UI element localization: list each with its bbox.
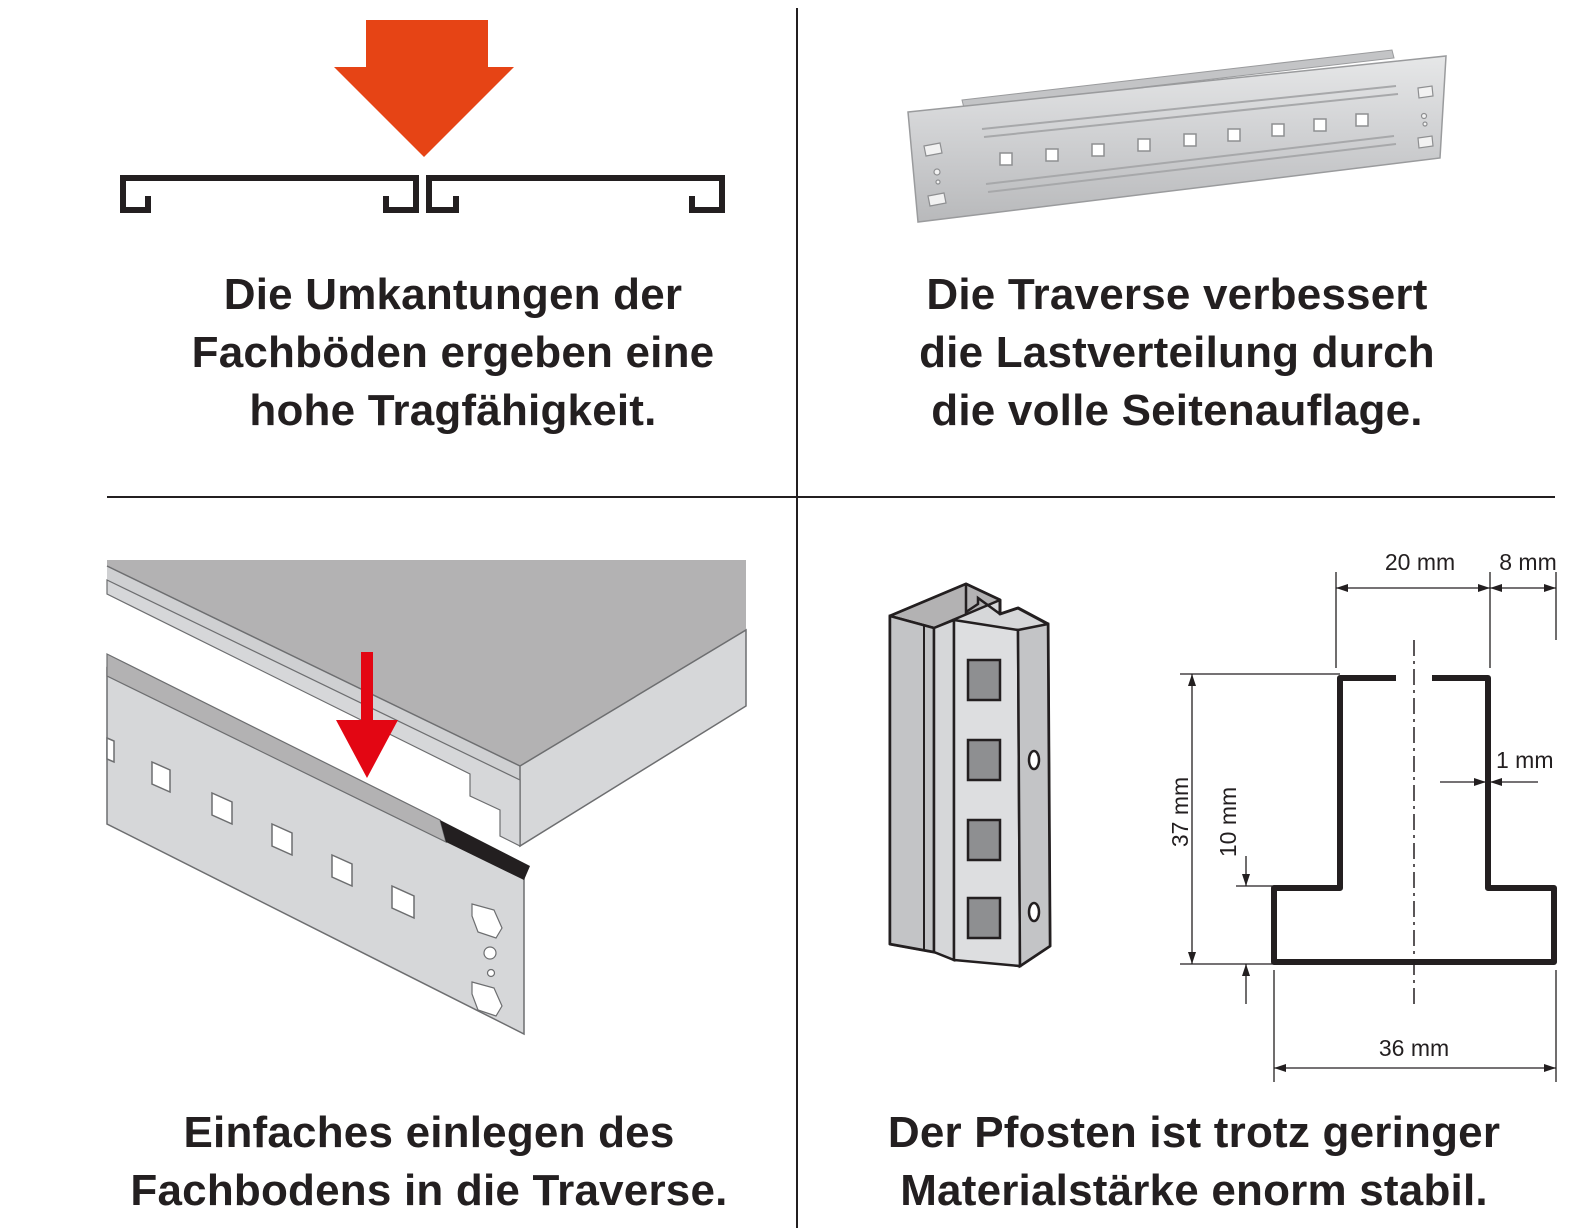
dim-height: 37 mm [1167,777,1193,847]
caption-line: die Lastverteilung durch [919,328,1435,377]
shelf-top-edge [107,566,520,780]
caption-line: die volle Seitenauflage. [931,386,1423,435]
beam-top-flange [961,49,1395,109]
down-arrow-icon [334,20,514,157]
dim-width-bottom: 36 mm [1379,1035,1449,1061]
beam-slots [999,113,1369,166]
dim-width-top: 20 mm [1385,549,1455,575]
caption-bottom-left: Einfaches einlegen des Fachbodens in die… [96,1104,762,1220]
shelf-profile-left [120,175,419,213]
caption-top-left: Die Umkantungen der Fachböden ergeben ei… [120,266,786,440]
caption-bottom-right: Der Pfosten ist trotz geringer Materials… [842,1104,1546,1220]
caption-line: Der Pfosten ist trotz geringer [887,1108,1501,1157]
caption-line: Einfaches einlegen des [183,1108,675,1157]
caption-line: hohe Tragfähigkeit. [249,386,657,435]
beam-slots [106,736,415,920]
beam-body [907,55,1447,223]
caption-line: Fachbodens in die Traverse. [130,1166,728,1215]
caption-line: Die Umkantungen der [223,270,683,319]
caption-line: Fachböden ergeben eine [191,328,715,377]
caption-top-right: Die Traverse verbessert die Lastverteilu… [842,266,1512,440]
caption-line: Die Traverse verbessert [926,270,1428,319]
horizontal-divider [107,496,1555,498]
caption-line: Materialstärke enorm stabil. [900,1166,1488,1215]
dim-thickness: 1 mm [1496,747,1554,773]
shelf-profile-right [426,175,725,213]
down-arrow-icon [336,652,398,778]
shelf-top [107,560,746,766]
dim-foot-height: 10 mm [1215,787,1241,857]
dim-lip: 8 mm [1499,549,1557,575]
vertical-divider [796,8,798,1228]
